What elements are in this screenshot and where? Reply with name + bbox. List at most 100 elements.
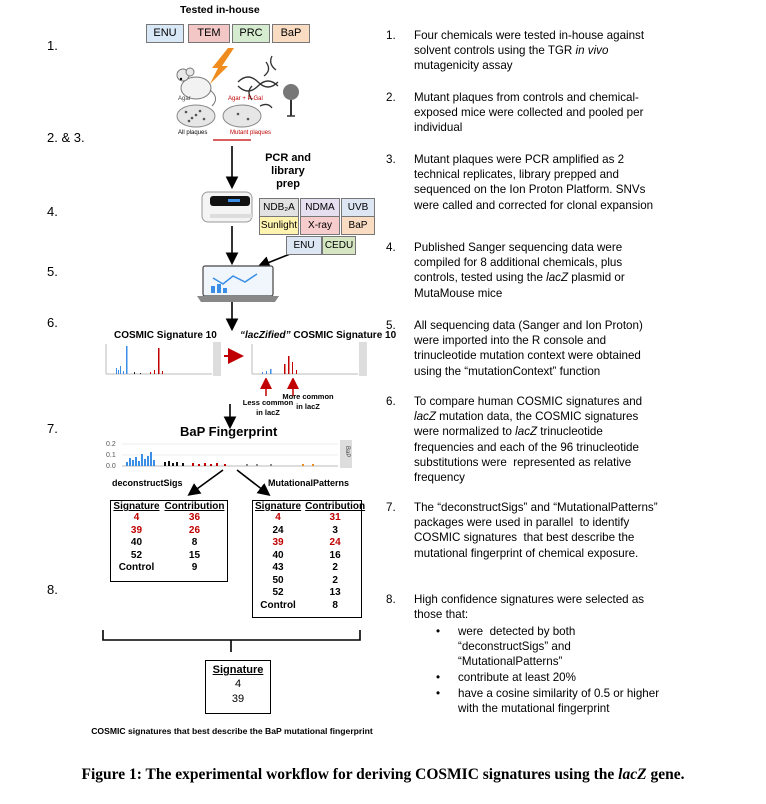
table-row: 50 2 (253, 575, 367, 588)
cosmic10-plot (100, 342, 222, 378)
dna-icon (237, 55, 279, 109)
y-tick-0-0: 0.0 (106, 463, 116, 470)
arrow-mutationalpatterns (236, 469, 271, 496)
published-chemical-box: NDB₂A (259, 198, 299, 217)
published-chemical-box: Sunlight (259, 216, 299, 235)
criteria-bullet-text: were detected by both “deconstructSigs” … (458, 625, 576, 669)
arrow-deconstructsigs (187, 469, 224, 496)
published-chemical-box: NDMA (300, 198, 340, 217)
contribution-cell: 8 (332, 599, 338, 611)
chemical-box-prc: PRC (232, 24, 270, 43)
signature-cell: 43 (272, 562, 284, 573)
step-label-8: 8. (47, 582, 58, 597)
step-description-text: The “deconstructSigs” and “MutationalPat… (414, 501, 658, 560)
mouse-dna-illustration (176, 48, 299, 117)
arrow-published (257, 253, 291, 269)
tested-in-house-label: Tested in-house (180, 4, 260, 16)
step-label-2-3: 2. & 3. (47, 130, 85, 145)
step-description-number: 6. (386, 395, 396, 408)
signature-cell: 24 (272, 524, 284, 536)
contribution-cell: 24 (329, 537, 341, 548)
phage-icon (283, 84, 299, 117)
chemical-box-enu: ENU (146, 24, 184, 43)
step-description-number: 5. (386, 319, 396, 332)
criteria-bullet-text: have a cosine similarity of 0.5 or highe… (458, 687, 660, 716)
bullet-icon: • (436, 625, 441, 638)
step-description-number: 4. (386, 241, 396, 254)
cosmic10-title: COSMIC Signature 10 (114, 330, 217, 341)
deconstructsigs-label: deconstructSigs (112, 478, 183, 488)
sequencer-icon (201, 191, 253, 223)
mutant-plaques-label: Mutant plaques (230, 130, 272, 136)
signature-cell: 39 (272, 537, 284, 548)
all-plaques-label: All plaques (178, 130, 208, 136)
agar-pgal-label: Agar + P-Gal (228, 96, 263, 102)
published-chemical-box: BaP (341, 216, 375, 235)
published-chemical-box: ENU (286, 236, 322, 255)
contribution-cell: 26 (188, 524, 201, 536)
signature-cell: 4 (133, 512, 140, 523)
final-signature-value: 39 (231, 693, 245, 705)
table-header: Signature (113, 501, 160, 512)
step-description-text: To compare human COSMIC signatures and l… (414, 395, 643, 485)
contribution-cell: 16 (329, 549, 341, 561)
fingerprint-side-label: BaP (344, 446, 350, 457)
contribution-cell: 36 (188, 512, 201, 523)
lacZified-plot (246, 342, 368, 378)
step-description-number: 1. (386, 29, 396, 42)
signature-cell: 50 (272, 574, 284, 586)
final-signature-value: 4 (234, 678, 242, 690)
signature-cell: Control (260, 599, 296, 611)
injection-arrow-icon (210, 48, 234, 84)
step-description-text: All sequencing data (Sanger and Ion Prot… (414, 319, 643, 378)
table-row: 24 3 (253, 525, 367, 538)
step-description-text: Published Sanger sequencing data were co… (414, 241, 625, 300)
contribution-cell: 3 (332, 524, 338, 536)
criteria-bullet: • were detected by both “deconstructSigs”… (436, 624, 668, 670)
table-header: Contribution (305, 501, 366, 512)
y-tick-0-2: 0.2 (106, 441, 116, 448)
table-row: Control 8 (253, 600, 367, 613)
published-chemical-box: UVB (341, 198, 375, 217)
step-description-text: High confidence signatures were selected… (414, 593, 645, 622)
published-chemical-box: X-ray (300, 216, 340, 235)
agar-label: Agar (178, 96, 191, 102)
fingerprint-plot: 0.2 0.1 0.0 BaP (106, 440, 352, 470)
mutationalpatterns-label: MutationalPatterns (268, 478, 350, 488)
bullet-icon: • (436, 687, 441, 700)
criteria-bullet-text: contribute at least 20% (458, 671, 576, 684)
step-label-1: 1. (47, 38, 58, 53)
y-tick-0-1: 0.1 (106, 452, 116, 459)
step-description-text: Four chemicals were tested in-house agai… (414, 29, 645, 73)
step-label-4: 4. (47, 204, 58, 219)
contribution-cell: 15 (188, 549, 201, 561)
figure-caption: Figure 1: The experimental workflow for … (81, 766, 685, 783)
bullet-icon: • (436, 671, 441, 684)
criteria-bullet: • have a cosine similarity of 0.5 or high… (436, 686, 668, 716)
step-description-number: 3. (386, 153, 396, 166)
signature-cell: 4 (275, 512, 281, 523)
table-header: Contribution (164, 501, 225, 512)
brace-bracket (102, 630, 361, 641)
signature-cell: 52 (272, 587, 284, 598)
step-description-number: 8. (386, 593, 396, 606)
signature-cell: 40 (130, 537, 143, 548)
step-description-number: 7. (386, 501, 396, 514)
signature-cell: 39 (130, 524, 143, 536)
final-signature-header: Signature (212, 664, 264, 676)
chemical-box-tem: TEM (188, 24, 230, 43)
contribution-cell: 2 (332, 562, 338, 573)
flow-arrows (102, 139, 361, 652)
contribution-cell: 2 (332, 574, 338, 586)
